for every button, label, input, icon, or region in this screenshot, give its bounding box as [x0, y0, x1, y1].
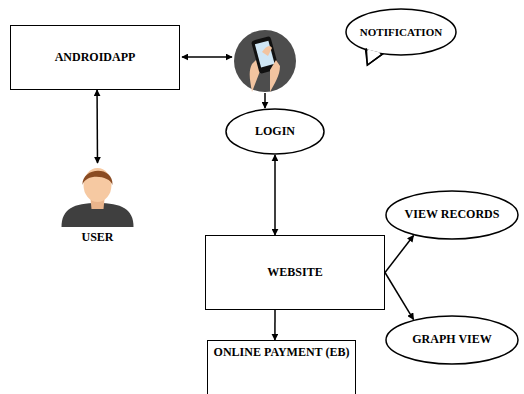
app-phone-arrow: [182, 56, 232, 58]
node-label: USER: [81, 231, 113, 245]
connector-arrow: [385, 273, 414, 320]
node-label: GRAPH VIEW: [412, 333, 491, 347]
app-box: ANDROIDAPP: [10, 25, 180, 90]
node-label: WEBSITE: [267, 266, 322, 280]
graph-ellipse: GRAPH VIEW: [385, 315, 519, 365]
login-ellipse: LOGIN: [225, 108, 325, 155]
connector-arrow: [385, 235, 414, 272]
website-box: WEBSITE: [205, 235, 385, 310]
phone-login-arrow: [264, 93, 266, 108]
connector-arrow: [274, 310, 276, 340]
node-label: VIEW RECORDS: [405, 208, 500, 222]
node-label: NOTIFICATION: [360, 26, 442, 39]
records-ellipse: VIEW RECORDS: [385, 190, 519, 240]
phone-illustration: [234, 30, 296, 92]
node-label: LOGIN: [255, 125, 295, 139]
node-label: ONLINE PAYMENT (EB): [214, 346, 350, 360]
payment-box: ONLINE PAYMENT (EB): [207, 340, 357, 394]
user-node: USER: [55, 163, 140, 245]
connector-arrow: [96, 90, 98, 163]
node-label: ANDROIDAPP: [55, 51, 136, 65]
connector-arrow: [274, 155, 276, 235]
notification-bubble: NOTIFICATION: [345, 8, 457, 56]
